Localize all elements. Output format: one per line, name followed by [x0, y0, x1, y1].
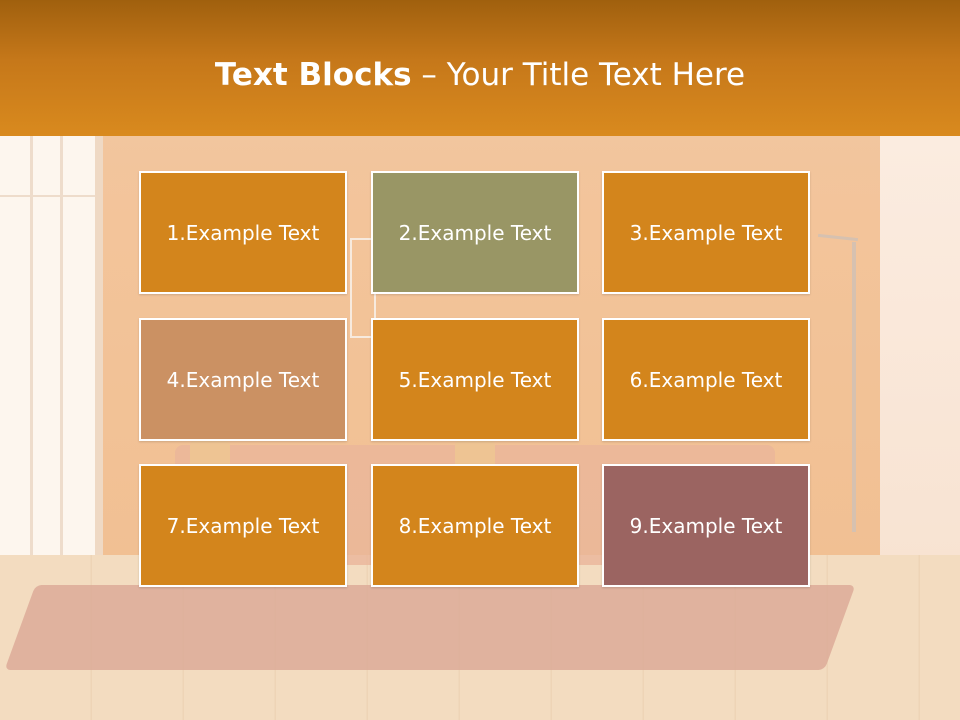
text-block-label: 4.Example Text: [166, 367, 320, 392]
text-block-label: 2.Example Text: [398, 220, 552, 245]
slide-title-separator: –: [411, 57, 447, 93]
background-right-wall: [880, 135, 960, 565]
text-block-3[interactable]: 3.Example Text: [602, 171, 810, 294]
text-block-label: 8.Example Text: [398, 513, 552, 538]
background-window: [0, 135, 103, 575]
text-block-9[interactable]: 9.Example Text: [602, 464, 810, 587]
window-mullion: [60, 135, 63, 575]
slide-title-bold: Text Blocks: [214, 57, 412, 93]
text-block-7[interactable]: 7.Example Text: [139, 464, 347, 587]
slide-title-rest: Your Title Text Here: [446, 57, 746, 93]
text-block-8[interactable]: 8.Example Text: [371, 464, 579, 587]
text-block-label: 9.Example Text: [629, 513, 783, 538]
window-pane-line: [0, 195, 95, 197]
text-block-1[interactable]: 1.Example Text: [139, 171, 347, 294]
text-block-6[interactable]: 6.Example Text: [602, 318, 810, 441]
text-block-4[interactable]: 4.Example Text: [139, 318, 347, 441]
text-block-label: 7.Example Text: [166, 513, 320, 538]
text-block-label: 3.Example Text: [629, 220, 783, 245]
text-block-label: 5.Example Text: [398, 367, 552, 392]
text-block-2[interactable]: 2.Example Text: [371, 171, 579, 294]
slide-title: Text Blocks – Your Title Text Here: [0, 57, 960, 93]
window-mullion: [30, 135, 33, 575]
background-floor-lamp: [852, 242, 856, 532]
text-block-label: 6.Example Text: [629, 367, 783, 392]
text-block-5[interactable]: 5.Example Text: [371, 318, 579, 441]
title-bar: Text Blocks – Your Title Text Here: [0, 0, 960, 136]
text-block-label: 1.Example Text: [166, 220, 320, 245]
background-rug: [4, 585, 856, 670]
